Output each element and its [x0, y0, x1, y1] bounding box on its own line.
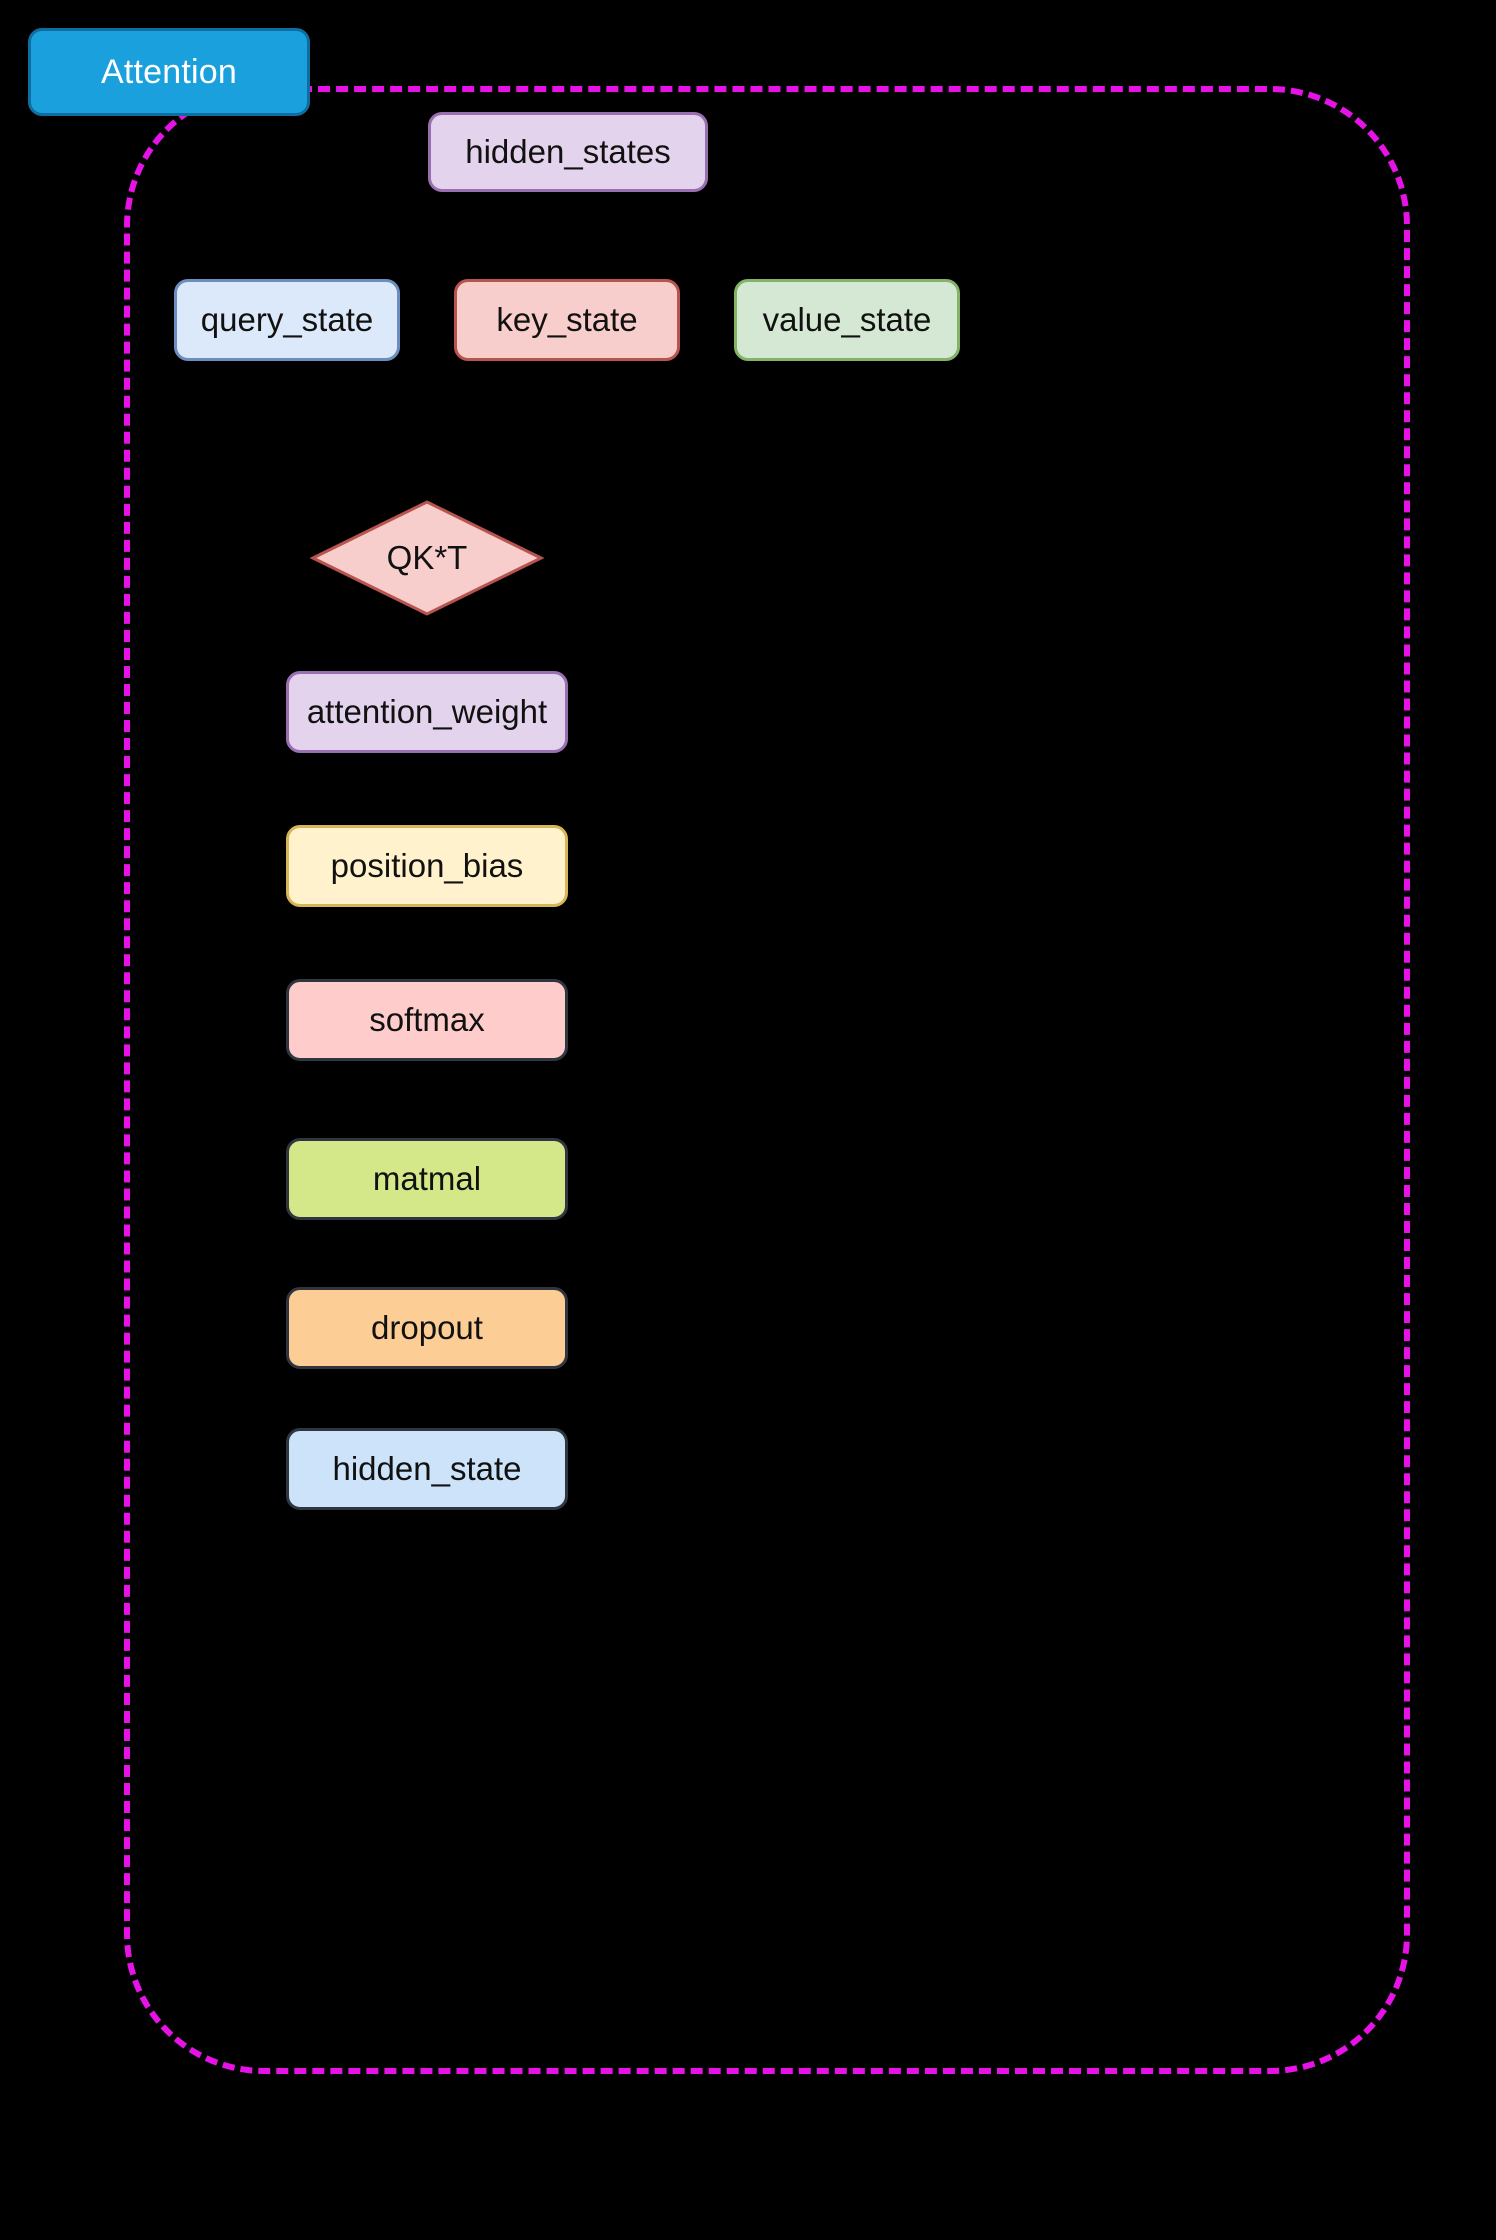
node-softmax-label: softmax — [369, 1000, 485, 1038]
node-matmal-label: matmal — [372, 1159, 482, 1197]
node-dropout[interactable]: dropout — [286, 1287, 568, 1369]
node-query-state-label: query_state — [200, 300, 374, 338]
node-value-state-label: value_state — [762, 300, 932, 338]
node-position-bias[interactable]: position_bias — [286, 825, 568, 907]
node-hidden-states-label: hidden_states — [465, 132, 671, 170]
subgraph-boundary — [124, 86, 1410, 2074]
node-key-state[interactable]: key_state — [454, 279, 680, 361]
node-position-bias-label: position_bias — [330, 846, 524, 884]
node-attention-weight-label: attention_weight — [306, 692, 548, 730]
node-softmax[interactable]: softmax — [286, 979, 568, 1061]
node-key-state-label: key_state — [496, 300, 638, 338]
node-hidden-state-label: hidden_state — [332, 1449, 522, 1487]
node-attention-weight[interactable]: attention_weight — [286, 671, 568, 753]
node-value-state[interactable]: value_state — [734, 279, 960, 361]
subgraph-title-attention[interactable]: Attention — [28, 28, 310, 116]
node-matmal[interactable]: matmal — [286, 1138, 568, 1220]
subgraph-title-label: Attention — [100, 52, 237, 91]
node-qkt[interactable]: QK*T — [310, 499, 544, 617]
node-dropout-label: dropout — [371, 1308, 483, 1346]
node-hidden-states[interactable]: hidden_states — [428, 112, 708, 192]
node-query-state[interactable]: query_state — [174, 279, 400, 361]
node-hidden-state[interactable]: hidden_state — [286, 1428, 568, 1510]
diamond-shape-icon — [310, 500, 544, 616]
